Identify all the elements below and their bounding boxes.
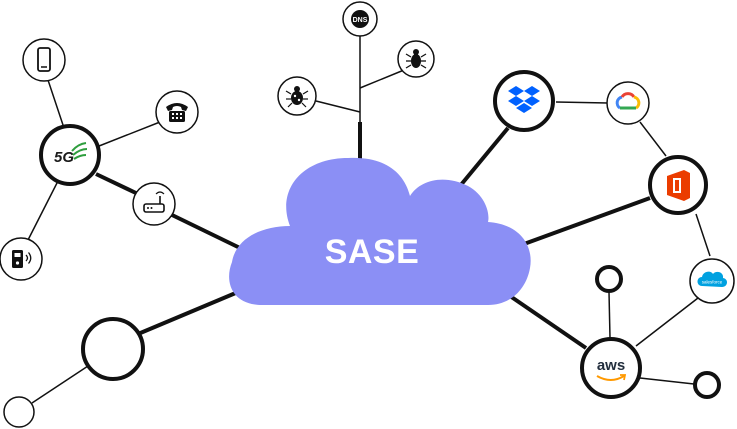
5g-label: 5G — [54, 149, 74, 166]
node-salesforce[interactable]: salesforce — [689, 258, 735, 304]
link-aws-salesforce — [635, 297, 699, 347]
office-icon — [667, 170, 690, 201]
link-phone-5g — [93, 121, 161, 149]
5g-icon: 5G — [54, 142, 88, 166]
link-cloud-empty-large — [137, 290, 239, 336]
smartphone-icon — [37, 47, 51, 72]
node-empty-aws-top[interactable] — [595, 265, 623, 293]
node-empty-aws-right[interactable] — [693, 371, 721, 399]
node-smartphone[interactable] — [22, 38, 66, 82]
link-dropbox-google — [555, 101, 609, 104]
node-empty-small-left[interactable] — [3, 396, 35, 428]
phone-icon — [166, 103, 188, 122]
node-google-cloud[interactable] — [606, 81, 650, 125]
cloud-label: SASE — [325, 233, 420, 271]
sase-cloud: SASE — [229, 157, 531, 305]
node-5g[interactable]: 5G — [39, 124, 101, 186]
link-smartphone-5g — [47, 79, 65, 129]
virus-icon — [285, 86, 309, 108]
dropbox-icon — [508, 86, 540, 113]
aws-label: aws — [597, 357, 625, 374]
dns-label: DNS — [353, 17, 368, 24]
link-office-salesforce — [695, 213, 711, 257]
link-router-cloud — [169, 212, 241, 250]
link-iot-5g — [27, 180, 59, 241]
node-dns[interactable]: DNS — [342, 1, 378, 37]
link-cloud-aws — [508, 294, 588, 350]
salesforce-label: salesforce — [702, 280, 723, 285]
link-trunk-bug — [359, 69, 405, 89]
node-bug[interactable] — [397, 40, 435, 78]
salesforce-icon: salesforce — [697, 271, 728, 287]
link-5g-router — [95, 172, 139, 196]
node-office[interactable] — [648, 155, 708, 215]
node-iot-device[interactable] — [0, 237, 43, 281]
link-trunk-virus — [315, 100, 361, 113]
google-cloud-icon — [615, 92, 641, 110]
node-dropbox[interactable] — [493, 70, 555, 132]
node-aws[interactable]: aws — [580, 337, 642, 399]
aws-icon: aws — [596, 357, 627, 381]
link-cloud-dropbox — [458, 126, 510, 188]
iot-device-icon — [12, 250, 32, 268]
cloud-shape — [229, 157, 531, 305]
link-cloud-office — [523, 196, 651, 246]
link-google-office — [639, 121, 667, 157]
links — [27, 36, 711, 404]
link-empty-large-small — [31, 365, 89, 404]
router-icon — [143, 191, 165, 213]
link-aws-empty-right — [639, 377, 695, 385]
node-router[interactable] — [132, 182, 176, 226]
link-aws-empty-top — [608, 291, 611, 339]
node-phone[interactable] — [155, 90, 199, 134]
node-virus[interactable] — [277, 76, 317, 116]
bug-icon — [405, 49, 427, 69]
dns-icon: DNS — [351, 10, 369, 28]
node-empty-large[interactable] — [81, 317, 145, 381]
